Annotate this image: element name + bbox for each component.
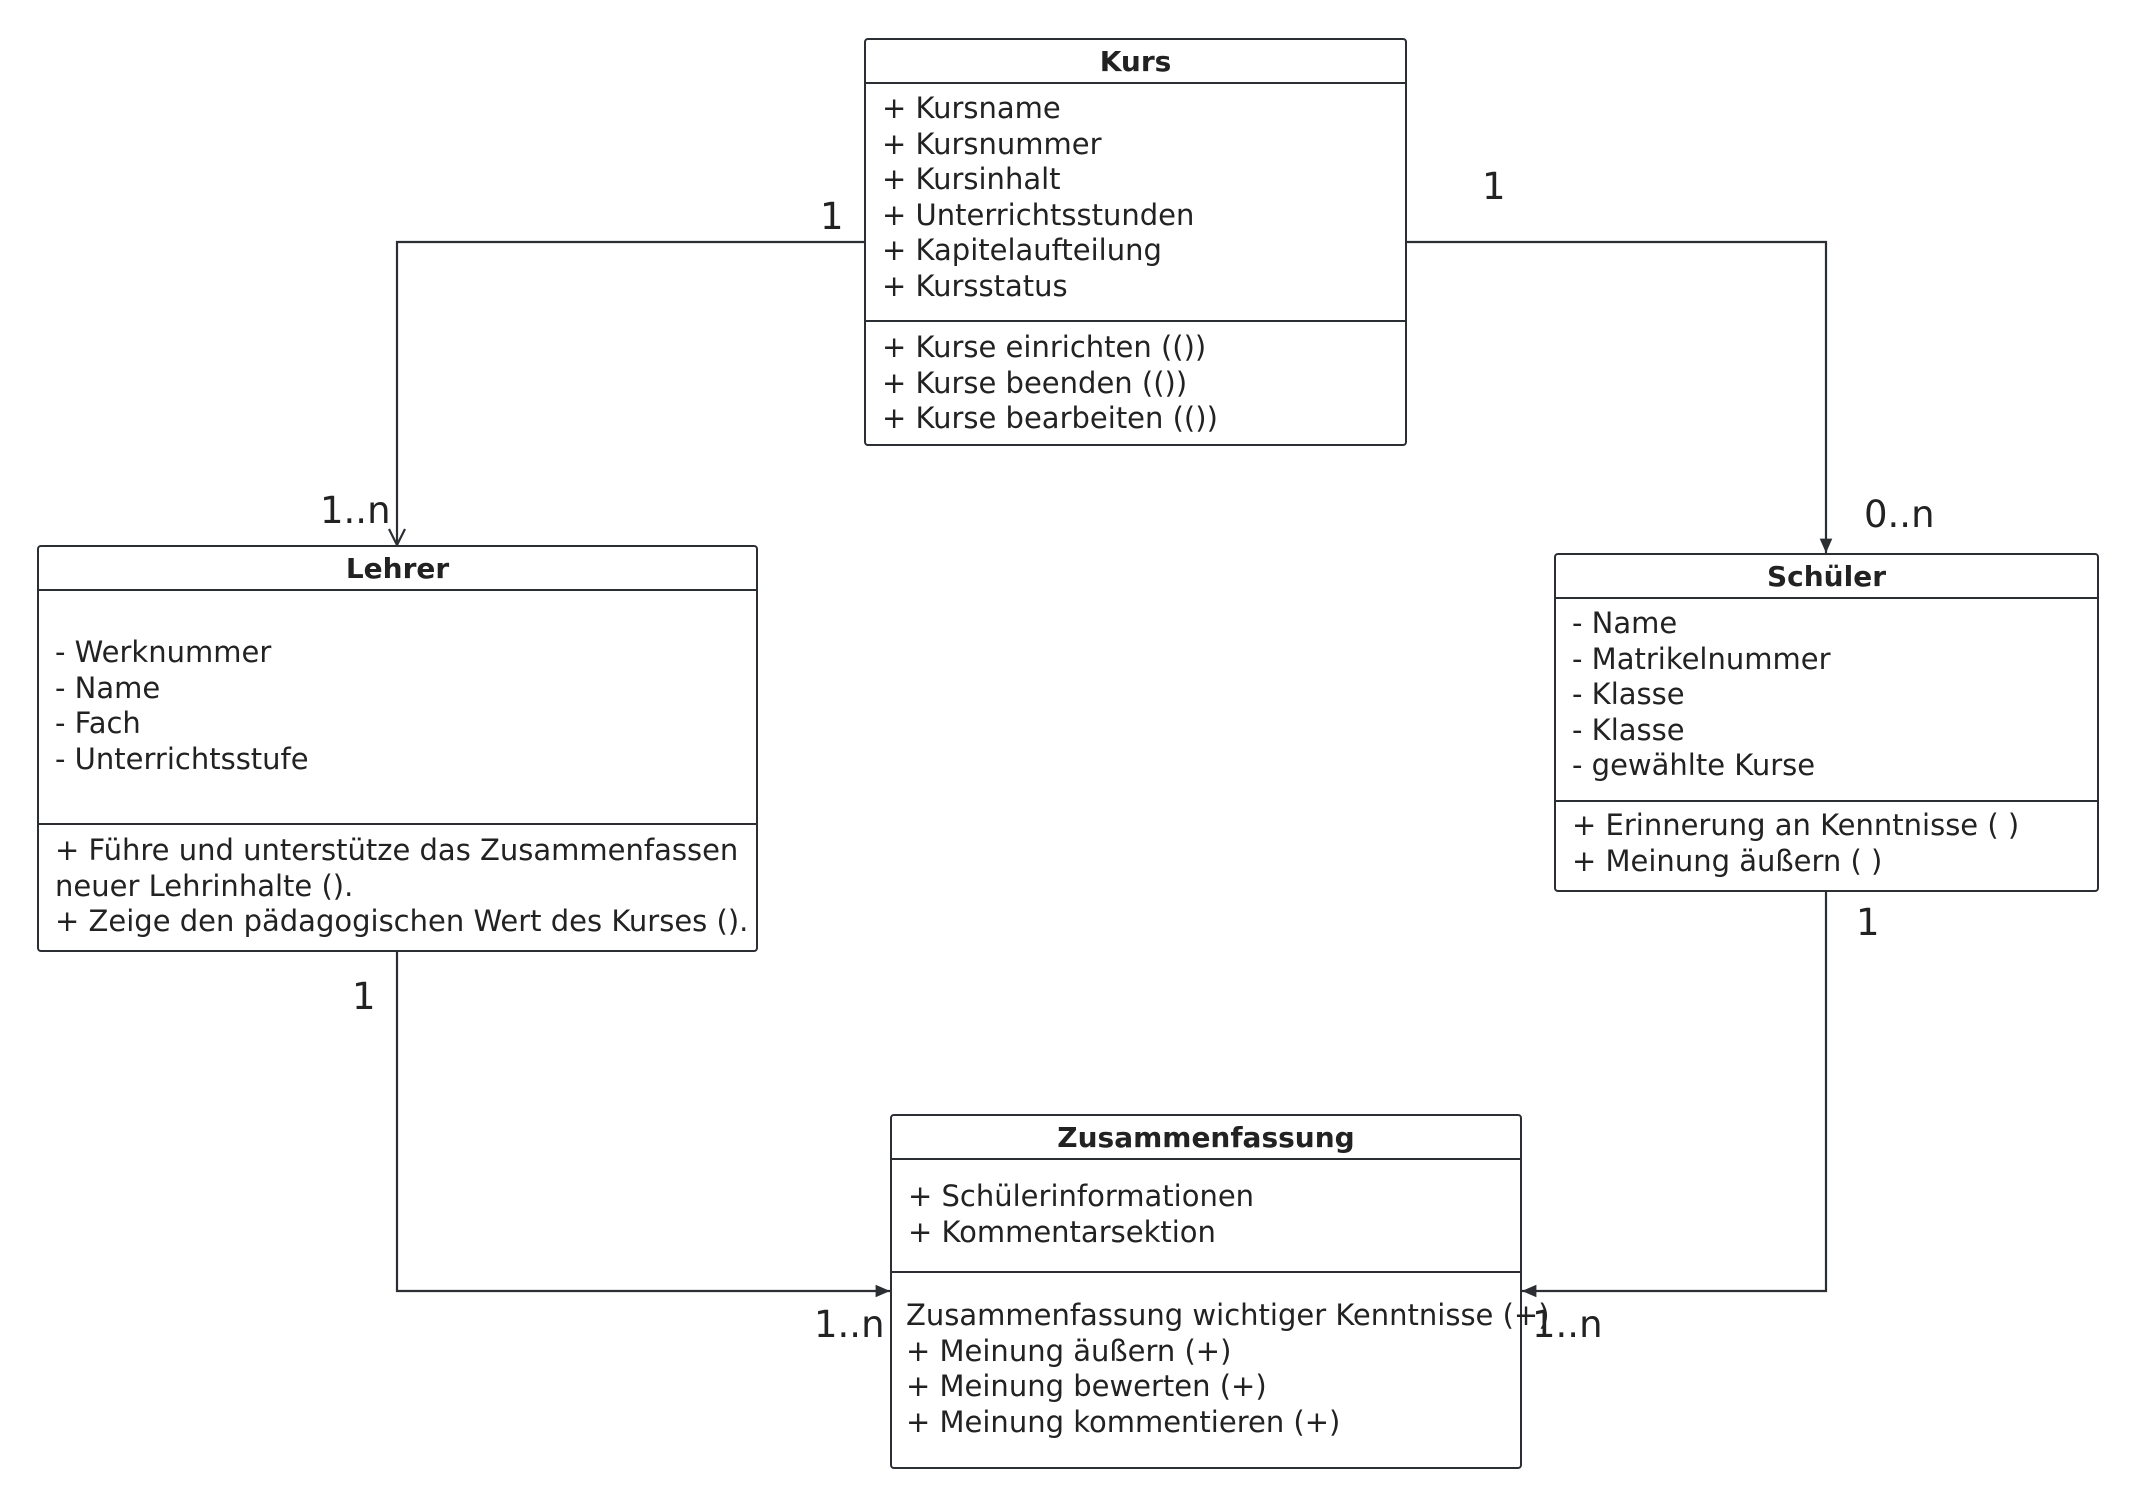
- class-kurs-methods: + Kurse einrichten (()) + Kurse beenden …: [866, 320, 1405, 437]
- class-zusammenfassung-methods: Zusammenfassung wichtiger Kenntnisse (+)…: [892, 1271, 1550, 1440]
- class-lehrer-attributes: - Werknummer - Name - Fach - Unterrichts…: [39, 591, 756, 823]
- multiplicity-lehrer-zusammenfassung-source: 1: [352, 975, 376, 1018]
- multiplicity-schueler-zusammenfassung-source: 1: [1856, 901, 1880, 944]
- method: + Führe und unterstütze das Zusammenfass…: [55, 833, 739, 867]
- class-schueler-name: Schüler: [1556, 555, 2097, 599]
- attribute: + Kursinhalt: [882, 162, 1061, 196]
- class-lehrer[interactable]: Lehrer - Werknummer - Name - Fach - Unte…: [37, 545, 758, 952]
- method: + Zeige den pädagogischen Wert des Kurse…: [55, 904, 749, 938]
- multiplicity-schueler-zusammenfassung-target: 1..n: [1532, 1303, 1603, 1346]
- connector-kurs-lehrer: [397, 240, 864, 545]
- attribute: - Name: [1572, 606, 1678, 640]
- class-lehrer-name: Lehrer: [39, 547, 756, 591]
- attribute: - Unterrichtsstufe: [55, 741, 309, 776]
- multiplicity-kurs-lehrer-target: 1..n: [320, 489, 391, 532]
- method: + Meinung bewerten (+): [906, 1369, 1267, 1403]
- method: + Kurse bearbeiten (()): [882, 401, 1218, 435]
- class-zusammenfassung-name: Zusammenfassung: [892, 1116, 1520, 1160]
- class-kurs[interactable]: Kurs + Kursname + Kursnummer + Kursinhal…: [864, 38, 1407, 446]
- connector-lehrer-zusammenfassung: [395, 952, 890, 1298]
- class-schueler[interactable]: Schüler - Name - Matrikelnummer - Klasse…: [1554, 553, 2099, 892]
- multiplicity-kurs-schueler-source: 1: [1482, 165, 1506, 208]
- attribute: - Name: [55, 670, 161, 705]
- attribute: - Fach: [55, 706, 141, 740]
- multiplicity-lehrer-zusammenfassung-target: 1..n: [814, 1303, 885, 1346]
- class-schueler-attributes: - Name - Matrikelnummer - Klasse - Klass…: [1556, 599, 2097, 800]
- attribute: - Matrikelnummer: [1572, 641, 1831, 676]
- class-kurs-attributes: + Kursname + Kursnummer + Kursinhalt + U…: [866, 84, 1405, 320]
- attribute: + Kapitelaufteilung: [882, 233, 1162, 267]
- method: + Kurse einrichten (()): [882, 330, 1207, 364]
- attribute: + Kursnummer: [882, 126, 1102, 161]
- method: Zusammenfassung wichtiger Kenntnisse (+): [906, 1298, 1550, 1332]
- attribute: + Unterrichtsstunden: [882, 197, 1195, 232]
- attribute: + Kursstatus: [882, 268, 1068, 303]
- attribute: + Schülerinformationen: [908, 1179, 1255, 1213]
- class-kurs-name: Kurs: [866, 40, 1405, 84]
- method: neuer Lehrinhalte ().: [55, 868, 354, 903]
- attribute: + Kursname: [882, 91, 1061, 125]
- class-zusammenfassung-attributes: + Schülerinformationen + Kommentarsektio…: [892, 1160, 1520, 1271]
- attribute: + Kommentarsektion: [908, 1214, 1216, 1249]
- attribute: - Klasse: [1572, 712, 1685, 747]
- multiplicity-kurs-schueler-target: 0..n: [1864, 493, 1935, 536]
- class-schueler-methods: + Erinnerung an Kenntnisse ( ) + Meinung…: [1556, 800, 2097, 879]
- attribute: - Klasse: [1572, 677, 1685, 711]
- attribute: - Werknummer: [55, 635, 272, 669]
- multiplicity-kurs-lehrer-source: 1: [820, 195, 844, 238]
- method: + Meinung äußern (+): [906, 1333, 1232, 1368]
- method: + Kurse beenden (()): [882, 365, 1188, 400]
- connector-kurs-schueler: [1407, 240, 1833, 553]
- method: + Meinung kommentieren (+): [906, 1404, 1341, 1439]
- class-lehrer-methods: + Führe und unterstütze das Zusammenfass…: [39, 823, 756, 940]
- method: + Meinung äußern ( ): [1572, 843, 1883, 878]
- class-zusammenfassung[interactable]: Zusammenfassung + Schülerinformationen +…: [890, 1114, 1550, 1469]
- method: + Erinnerung an Kenntnisse ( ): [1572, 808, 2020, 842]
- attribute: - gewählte Kurse: [1572, 748, 1816, 782]
- connector-schueler-zusammenfassung: [1522, 892, 1828, 1298]
